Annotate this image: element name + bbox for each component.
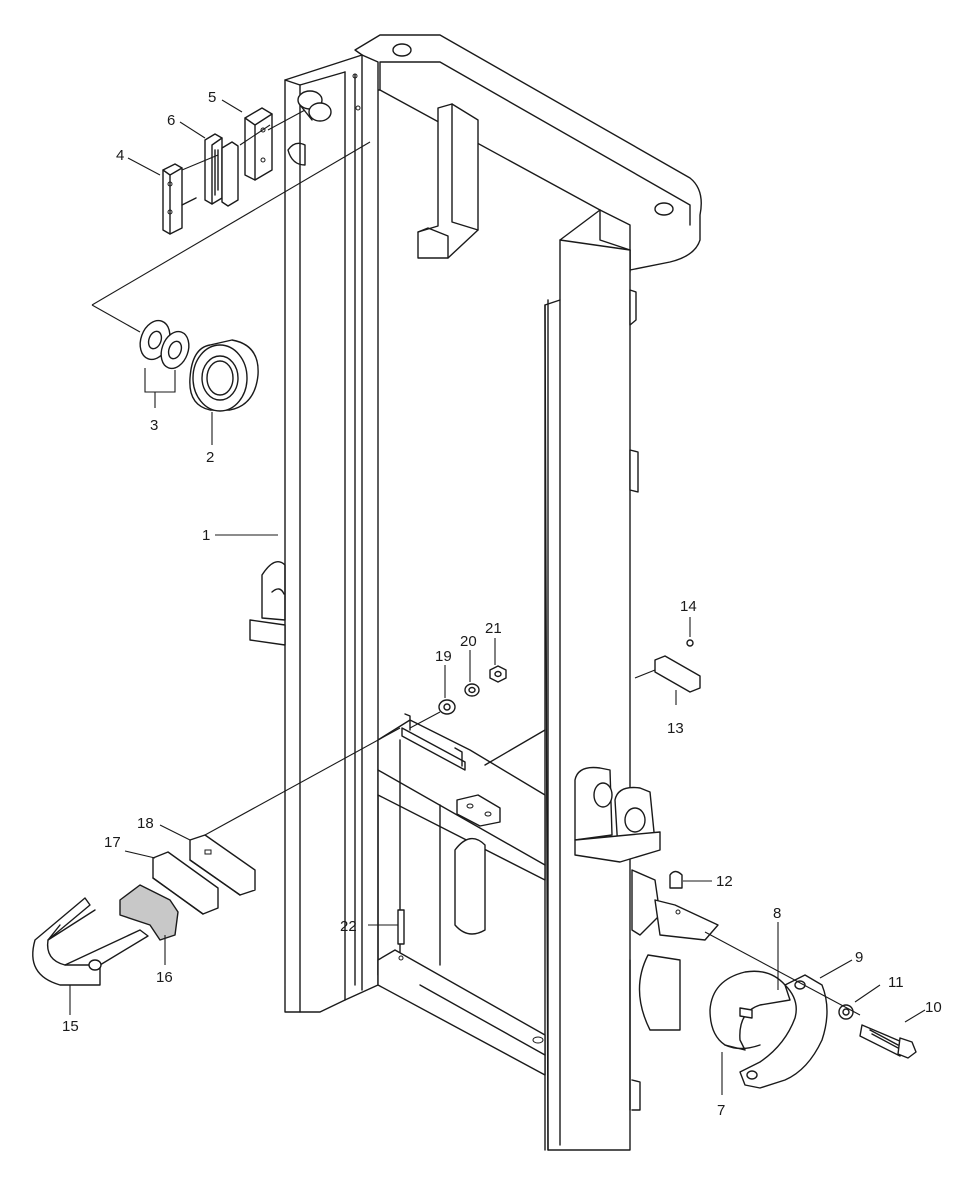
part-7-bushing xyxy=(709,970,791,1051)
callout-13: 13 xyxy=(667,720,684,737)
callout-16: 16 xyxy=(156,969,173,986)
callout-22: 22 xyxy=(340,918,357,935)
callout-19: 19 xyxy=(435,648,452,665)
callout-2: 2 xyxy=(206,449,214,466)
leader-lines xyxy=(69,99,926,1095)
part-16-pad xyxy=(119,884,179,941)
mast-frame xyxy=(249,34,719,1151)
part-8-pin xyxy=(739,1007,753,1019)
part-12-fitting xyxy=(669,870,683,889)
callout-8: 8 xyxy=(773,905,781,922)
part-22-pin xyxy=(397,909,405,945)
callout-15: 15 xyxy=(62,1018,79,1035)
top-crossmember xyxy=(354,34,702,271)
callout-1: 1 xyxy=(202,527,210,544)
trunnion-assembly xyxy=(704,931,917,1089)
callout-3: 3 xyxy=(150,417,158,434)
callout-20: 20 xyxy=(460,633,477,650)
part-4-plate xyxy=(162,163,183,235)
frame-hole xyxy=(654,202,674,216)
callout-10: 10 xyxy=(925,999,942,1016)
washer-nut-set xyxy=(409,665,507,729)
roller-bearing-set xyxy=(139,319,259,412)
callout-labels: 1 2 3 4 5 6 7 8 9 10 11 12 13 14 15 16 1… xyxy=(62,89,942,1119)
callout-14: 14 xyxy=(680,598,697,615)
left-channel xyxy=(284,54,379,1013)
callout-6: 6 xyxy=(167,112,175,129)
callout-12: 12 xyxy=(716,873,733,890)
callout-11: 11 xyxy=(888,974,904,991)
callout-5: 5 xyxy=(208,89,216,106)
shim-set xyxy=(162,107,273,235)
callout-4: 4 xyxy=(116,147,124,164)
part-9-cap xyxy=(739,974,828,1089)
callout-21: 21 xyxy=(485,620,502,637)
callout-7: 7 xyxy=(717,1102,725,1119)
part-5-shim xyxy=(244,107,273,181)
callout-17: 17 xyxy=(104,834,121,851)
callout-9: 9 xyxy=(855,949,863,966)
clamp-assembly xyxy=(32,727,401,986)
frame-hole xyxy=(392,43,412,57)
label-plate xyxy=(634,639,701,693)
part-13-plate xyxy=(654,655,701,693)
grease-fitting xyxy=(669,870,683,915)
pin-22 xyxy=(397,909,405,961)
callout-18: 18 xyxy=(137,815,154,832)
part-14-rivet xyxy=(686,639,694,647)
right-channel xyxy=(544,209,631,1151)
part-15-ubolt xyxy=(32,897,101,986)
